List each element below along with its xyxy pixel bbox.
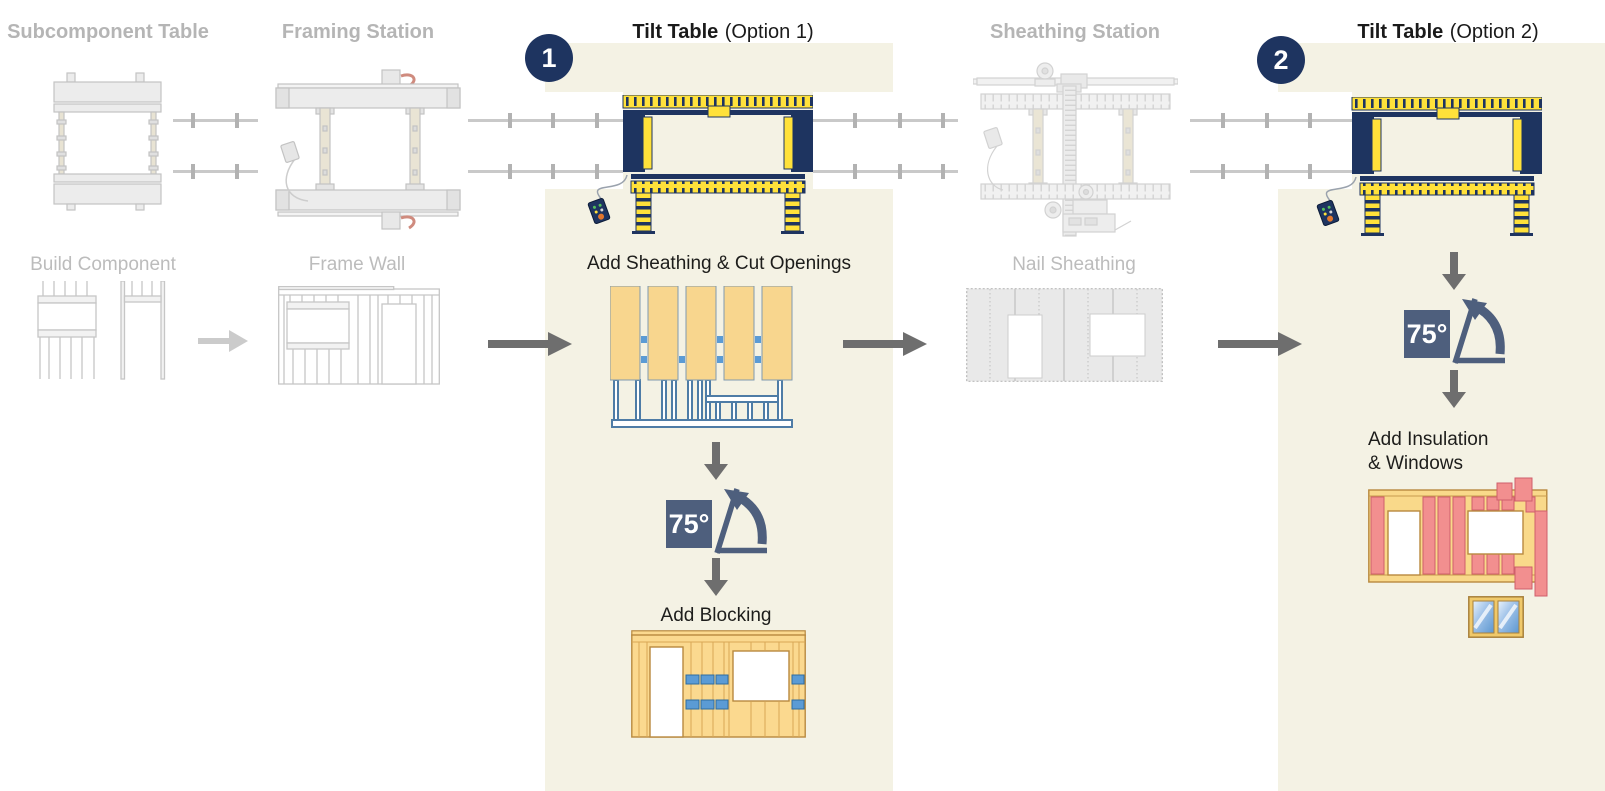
tilt-table-1-figure xyxy=(587,95,813,234)
add-blocking-figure xyxy=(631,630,806,738)
down-arrow-icon xyxy=(1442,370,1466,408)
station-title-sheathing: Sheathing Station xyxy=(990,21,1160,43)
station-title-tilt1: Tilt Table(Option 1) xyxy=(632,20,813,44)
conveyor-rails xyxy=(173,113,1352,179)
station-title-framing: Framing Station xyxy=(281,21,435,43)
tilt2-title-option: (Option 2) xyxy=(1449,21,1539,43)
tilt-angle-icon: 75° xyxy=(666,488,767,554)
pendant-control-icon xyxy=(1316,199,1340,227)
add-insulation-windows-figure xyxy=(1368,477,1548,597)
step-build-component: Build Component xyxy=(30,254,176,275)
down-arrow-icon xyxy=(704,558,728,596)
tilt2-title-main: Tilt Table xyxy=(1357,21,1444,43)
option2-badge: 2 xyxy=(1257,36,1305,84)
flow-arrow-icon xyxy=(1218,332,1302,356)
pendant-control-icon xyxy=(280,141,300,163)
loose-insulation-batts xyxy=(1496,477,1548,597)
tilt1-title-main: Tilt Table xyxy=(632,21,719,43)
step-frame-wall: Frame Wall xyxy=(308,254,406,275)
tilt-angle-value: 75° xyxy=(669,509,710,539)
build-component-figure xyxy=(37,281,166,380)
step-nail-sheathing: Nail Sheathing xyxy=(1012,254,1136,275)
station-title-subcomponent: Subcomponent Table xyxy=(7,21,209,43)
option1-badge: 1 xyxy=(525,34,573,82)
flow-arrow-icon xyxy=(843,332,927,356)
flow-arrow-icon xyxy=(488,332,572,356)
framing-station-figure xyxy=(275,69,461,230)
tilt-angle-value: 75° xyxy=(1407,319,1448,349)
window-unit-figure xyxy=(1468,596,1524,638)
step-add-sheathing: Add Sheathing & Cut Openings xyxy=(586,253,852,274)
step-add-blocking: Add Blocking xyxy=(660,605,772,626)
step-add-insulation-line2: & Windows xyxy=(1368,453,1464,474)
subcomponent-table-figure xyxy=(53,72,162,211)
pendant-control-icon xyxy=(587,197,611,225)
option2-badge-number: 2 xyxy=(1273,44,1289,75)
pendant-control-icon xyxy=(983,127,1003,149)
tilt-angle-icon: 75° xyxy=(1404,298,1505,364)
frame-wall-figure xyxy=(278,286,440,385)
step-add-insulation-line1: Add Insulation xyxy=(1368,429,1489,450)
down-arrow-icon xyxy=(704,442,728,480)
sheathing-cut-openings-figure xyxy=(610,286,793,428)
tilt-table-machine xyxy=(587,95,813,234)
station-title-tilt2: Tilt Table(Option 2) xyxy=(1357,20,1538,44)
option1-badge-number: 1 xyxy=(541,42,557,73)
tilt1-title-option: (Option 1) xyxy=(724,21,814,43)
down-arrow-icon xyxy=(1442,252,1466,290)
tilt-table-2-figure xyxy=(1316,97,1542,236)
nail-sheathing-figure xyxy=(966,288,1163,382)
flow-arrow-icon xyxy=(198,330,248,352)
sheathing-station-figure xyxy=(973,62,1178,237)
tilt-table-machine xyxy=(1316,97,1542,236)
